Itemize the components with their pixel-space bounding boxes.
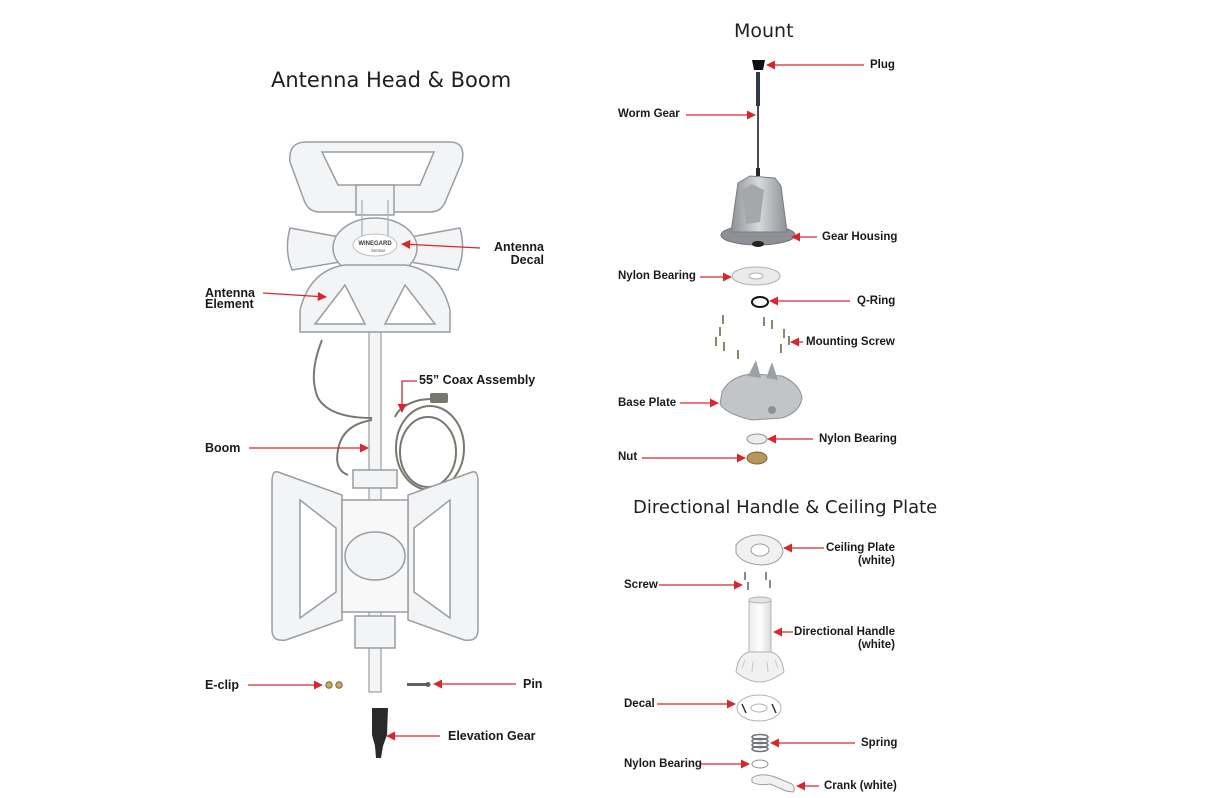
label-mounting-screw: Mounting Screw (806, 336, 895, 348)
label-worm-gear: Worm Gear (618, 108, 680, 120)
pin-part (407, 682, 431, 687)
label-ceiling-plate: Ceiling Plate(white) (825, 542, 895, 567)
label-base-plate: Base Plate (618, 397, 677, 409)
label-gear-housing: Gear Housing (822, 231, 898, 243)
worm-gear-part (756, 72, 760, 176)
label-crank: Crank (white) (824, 780, 897, 792)
label-elevation-gear: Elevation Gear (448, 729, 536, 743)
antenna-callout-arrows (248, 239, 516, 741)
antenna-element-lower (271, 469, 479, 649)
plug-part (752, 60, 765, 70)
section-title-mount: Mount (734, 20, 794, 42)
nylon-bearing-mid-part (746, 433, 768, 445)
mount-callout-arrows (642, 60, 864, 463)
svg-text:WINEGARD: WINEGARD (358, 241, 392, 247)
section-title-antenna-head-boom: Antenna Head & Boom (271, 68, 512, 92)
decal-part (736, 694, 782, 722)
label-decal: Decal (624, 698, 655, 710)
mounting-screws (715, 315, 790, 359)
label-spring: Spring (861, 737, 898, 749)
directional-handle-part (735, 596, 785, 683)
label-e-clip: E-clip (205, 678, 240, 692)
nut-part (746, 451, 768, 465)
label-nylon-bearing-bottom: Nylon Bearing (624, 758, 702, 770)
label-plug: Plug (870, 59, 895, 71)
antenna-decal-logo: WINEGARD Sensar (352, 233, 398, 257)
e-clip-parts (325, 681, 343, 689)
label-nut: Nut (618, 451, 638, 463)
crank-part (751, 774, 795, 793)
spring-part (751, 733, 769, 753)
nylon-bearing-bottom-part (751, 759, 769, 769)
svg-text:Sensar: Sensar (371, 248, 386, 253)
q-ring-part (751, 296, 769, 308)
coax-assembly (312, 339, 465, 491)
ceiling-plate-part (735, 534, 784, 566)
section-title-handle-ceiling-plate: Directional Handle & Ceiling Plate (633, 497, 938, 518)
label-screw: Screw (624, 579, 658, 591)
ceiling-screws (744, 572, 771, 590)
label-nylon-bearing-mid: Nylon Bearing (819, 433, 897, 445)
elevation-gear-part (372, 708, 388, 758)
label-nylon-bearing-top: Nylon Bearing (618, 270, 696, 282)
label-boom: Boom (205, 441, 241, 455)
label-q-ring: Q-Ring (857, 295, 896, 307)
handle-callout-arrows (657, 543, 855, 791)
label-pin: Pin (523, 677, 543, 691)
label-coax-assembly: 55” Coax Assembly (419, 373, 536, 387)
label-directional-handle: Directional Handle(white) (794, 626, 895, 651)
base-plate-part (719, 360, 803, 421)
nylon-bearing-top-part (731, 266, 781, 286)
gear-housing-part (720, 175, 796, 247)
